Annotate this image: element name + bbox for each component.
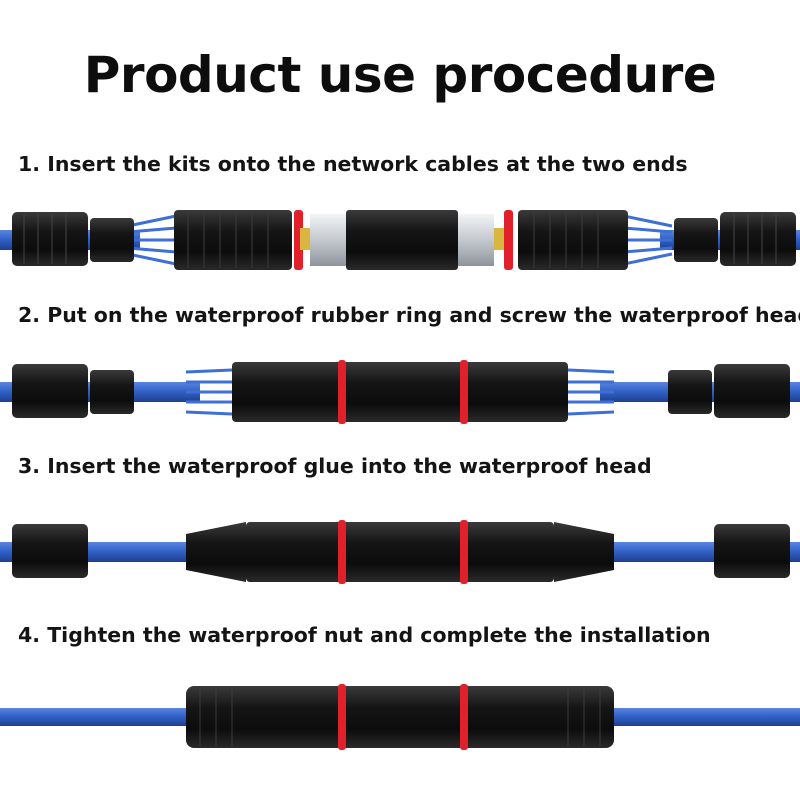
completed-connector xyxy=(186,686,614,748)
sealing-plug-left xyxy=(90,370,134,414)
coupler-body xyxy=(346,210,458,270)
rubber-ring-right xyxy=(460,360,468,424)
step-2-number: 2. xyxy=(18,303,41,327)
step-1-caption: 1. Insert the kits onto the network cabl… xyxy=(18,152,688,176)
step-3-caption: 3. Insert the waterproof glue into the w… xyxy=(18,454,652,478)
page-title: Product use procedure xyxy=(83,46,717,104)
rubber-ring-left xyxy=(294,210,303,270)
waterproof-head-left xyxy=(174,210,292,270)
rubber-ring-right xyxy=(460,520,468,584)
step-4-text: Tighten the waterproof nut and complete … xyxy=(47,623,711,647)
sealing-plug-right xyxy=(674,218,718,262)
coupler-metal-right xyxy=(458,214,494,266)
rubber-ring-left xyxy=(338,684,346,750)
sealing-plug-left xyxy=(90,218,134,262)
step-2-text: Put on the waterproof rubber ring and sc… xyxy=(47,303,800,327)
step-1-text: Insert the kits onto the network cables … xyxy=(47,152,688,176)
wire-fan-left xyxy=(127,214,177,266)
rj45-contacts-right xyxy=(494,228,504,250)
waterproof-nut-left xyxy=(12,364,88,418)
assembled-body xyxy=(232,362,568,422)
step-3-figure xyxy=(0,512,800,592)
step-2-caption: 2. Put on the waterproof rubber ring and… xyxy=(18,303,800,327)
step-3-number: 3. xyxy=(18,454,41,478)
waterproof-head-right xyxy=(518,210,628,270)
sealing-plug-right xyxy=(668,370,712,414)
step-4-figure xyxy=(0,678,800,758)
step-4-caption: 4. Tighten the waterproof nut and comple… xyxy=(18,623,711,647)
waterproof-nut-left xyxy=(12,212,88,266)
rubber-ring-right xyxy=(504,210,513,270)
waterproof-nut-left xyxy=(12,524,88,578)
waterproof-nut-right xyxy=(714,524,790,578)
wire-fan-right xyxy=(567,368,615,416)
wire-fan-right xyxy=(623,214,673,266)
step-3-text: Insert the waterproof glue into the wate… xyxy=(47,454,652,478)
waterproof-nut-right xyxy=(714,364,790,418)
rubber-ring-left xyxy=(338,360,346,424)
step-1-number: 1. xyxy=(18,152,41,176)
wire-fan-left xyxy=(185,368,233,416)
waterproof-glue-left xyxy=(186,522,246,582)
rj45-contacts-left xyxy=(300,228,310,250)
step-4-number: 4. xyxy=(18,623,41,647)
step-1-figure xyxy=(0,200,800,280)
rubber-ring-right xyxy=(460,684,468,750)
step-2-figure xyxy=(0,352,800,432)
coupler-metal-left xyxy=(310,214,346,266)
assembled-body xyxy=(246,522,554,582)
waterproof-nut-right xyxy=(720,212,796,266)
rubber-ring-left xyxy=(338,520,346,584)
waterproof-glue-right xyxy=(554,522,614,582)
